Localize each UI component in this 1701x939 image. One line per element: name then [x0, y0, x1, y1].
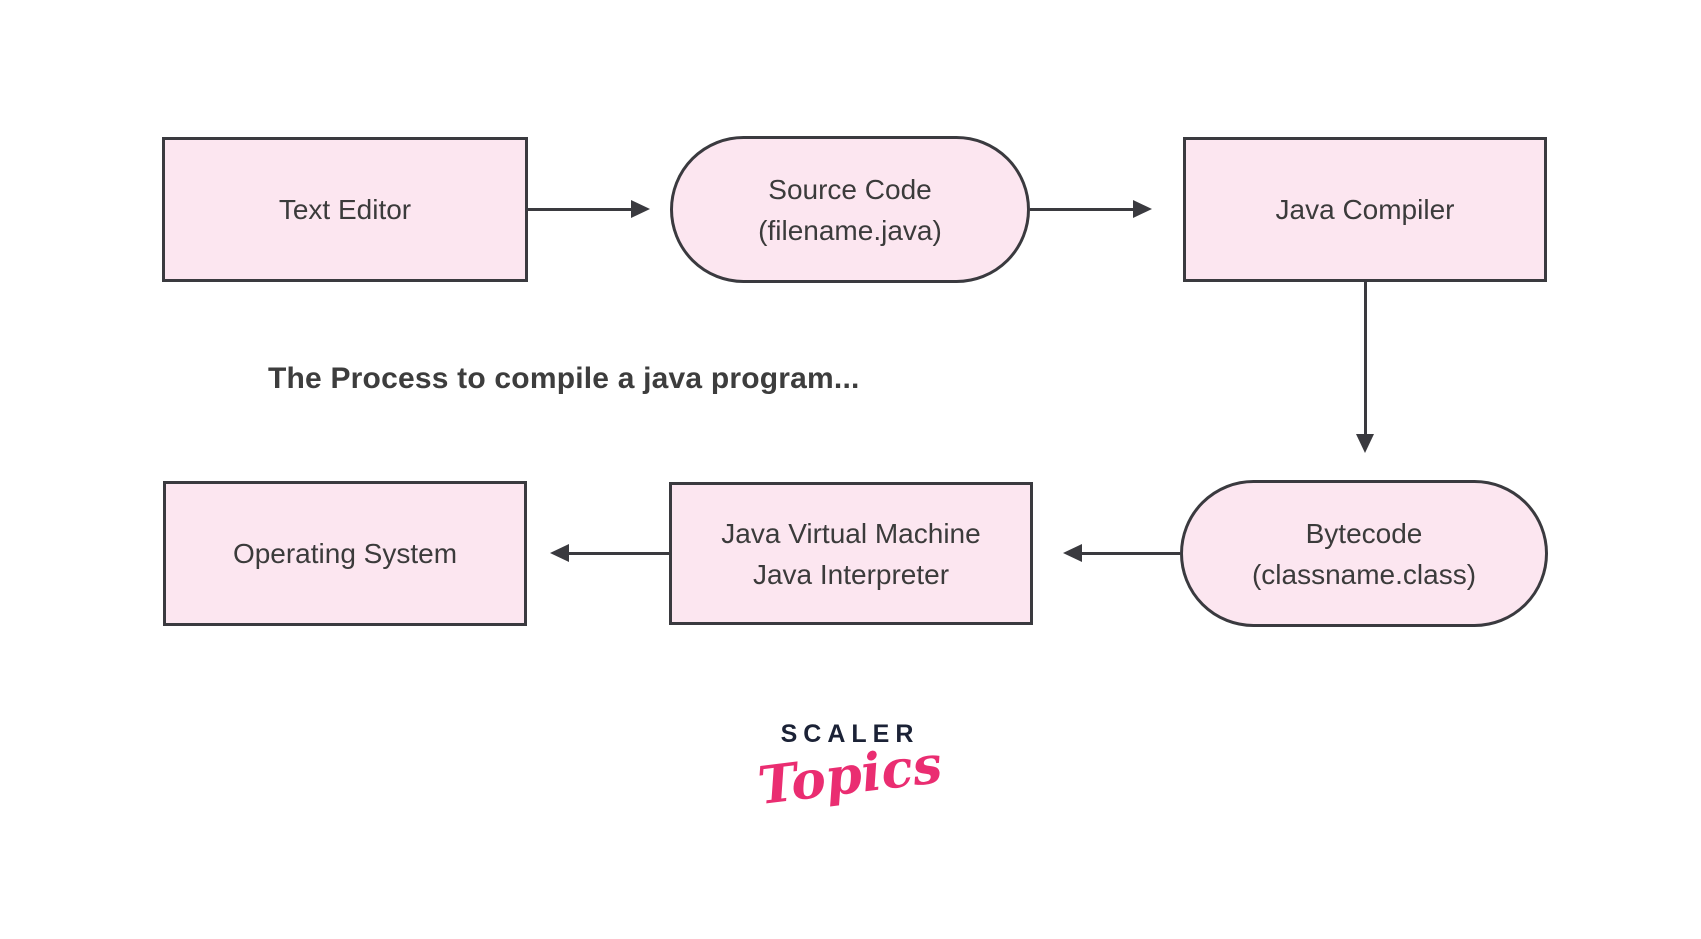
node-source-code: Source Code (filename.java) [670, 136, 1030, 283]
node-bytecode: Bytecode (classname.class) [1180, 480, 1548, 627]
node-text-editor-label: Text Editor [278, 194, 412, 225]
node-operating-system: Operating System [163, 481, 527, 626]
arrow-line [528, 208, 632, 211]
arrow-head-right-icon [1133, 200, 1152, 218]
arrow-head-right-icon [631, 200, 650, 218]
node-source-code-line2: (filename.java) [758, 214, 942, 246]
node-jvm: Java Virtual Machine Java Interpreter [669, 482, 1033, 625]
logo-brand-text: SCALER [780, 720, 920, 748]
arrow-line [1030, 208, 1134, 211]
scaler-topics-logo: SCALER Topics [735, 720, 965, 817]
node-jvm-line2: Java Interpreter [752, 558, 950, 590]
arrow-line [1081, 552, 1180, 555]
node-java-compiler-label: Java Compiler [1275, 194, 1455, 225]
diagram-caption: The Process to compile a java program... [268, 362, 860, 395]
arrow-head-down-icon [1356, 434, 1374, 453]
arrow-line [568, 552, 669, 555]
node-text-editor: Text Editor [162, 137, 528, 282]
node-java-compiler: Java Compiler [1183, 137, 1547, 282]
arrow-line [1364, 282, 1367, 435]
arrow-head-left-icon [550, 544, 569, 562]
node-operating-system-label: Operating System [232, 538, 458, 569]
node-source-code-line1: Source Code [768, 173, 932, 205]
node-bytecode-line1: Bytecode [1305, 517, 1423, 549]
node-jvm-line1: Java Virtual Machine [721, 517, 981, 549]
arrow-head-left-icon [1063, 544, 1082, 562]
node-bytecode-line2: (classname.class) [1251, 558, 1477, 590]
